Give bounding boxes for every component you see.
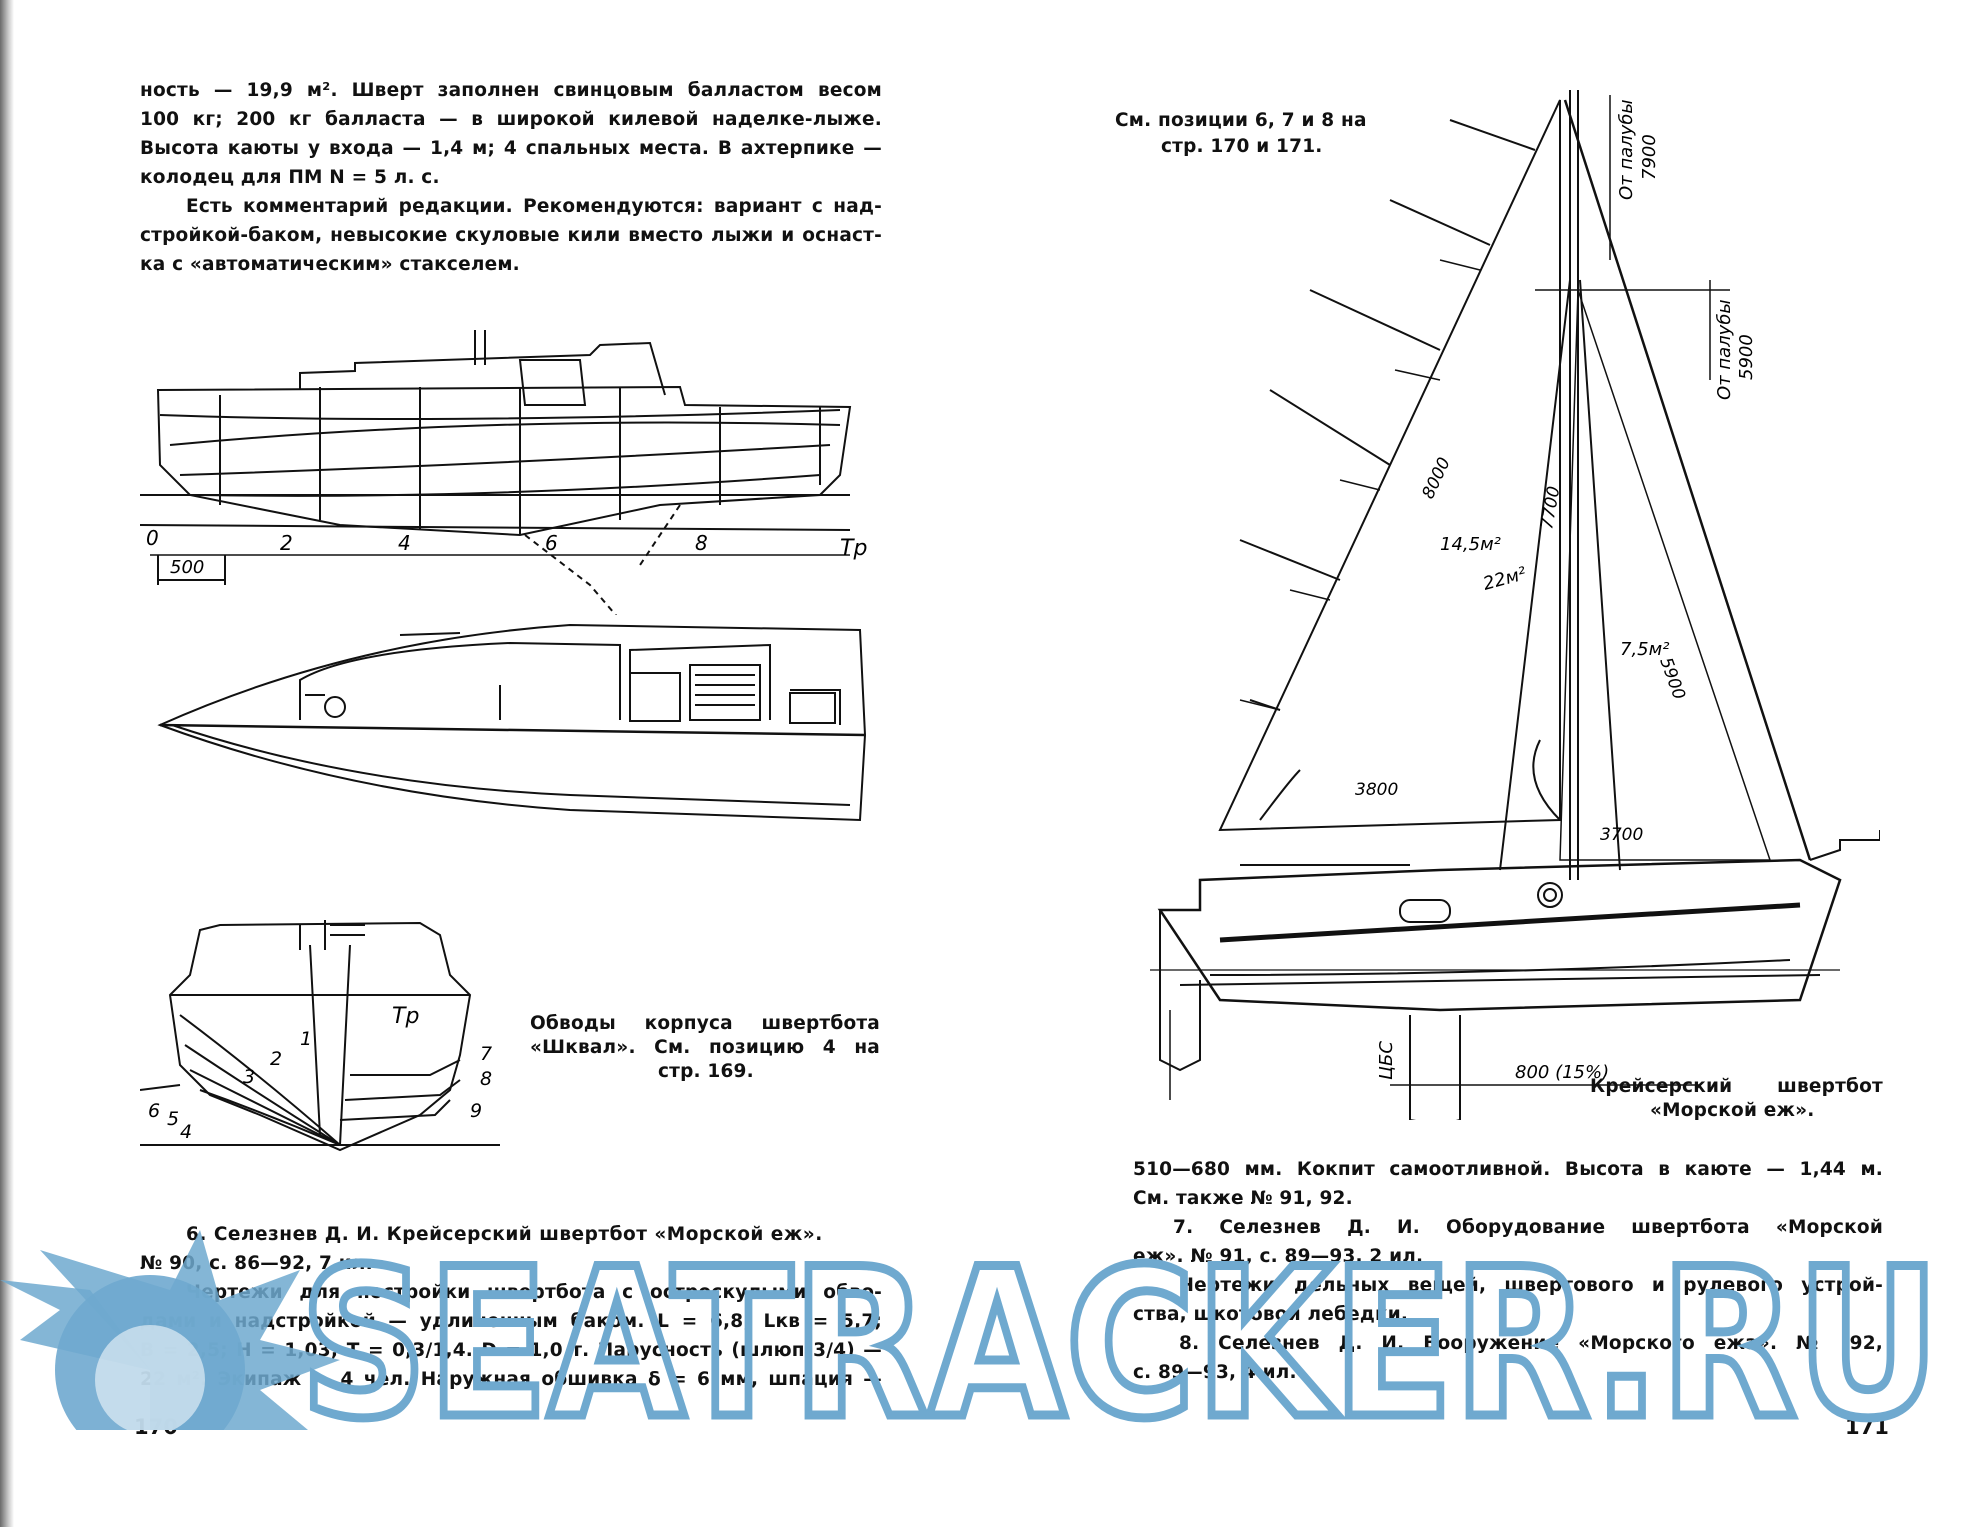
sail-label: 14,5м²	[1440, 534, 1501, 555]
see-also-line: См. позиции 6, 7 и 8 на	[1115, 110, 1367, 131]
body-plan-label: 3	[243, 1066, 255, 1088]
caption-line: «Морской еж».	[1650, 1100, 1815, 1121]
intro-line: Есть комментарий редакции. Рекомендуются…	[186, 196, 882, 217]
sail-label: 8000	[1418, 454, 1454, 502]
sail-label: От палубы	[1714, 299, 1735, 400]
body-plan-label-tr: Тр	[392, 1004, 419, 1029]
profile-label-zero: 0	[146, 526, 159, 550]
hull-body-plan-drawing: Тр 1 2 3 4 5 6 7 8 9	[140, 920, 500, 1152]
sail-label: 5900	[1736, 334, 1757, 380]
body-plan-label: 4	[180, 1121, 192, 1143]
figure-caption-shkval: Обводы корпуса швертбота «Шквал». См. по…	[530, 1012, 880, 1084]
entry-6: 6. Селезнев Д. И. Крейсерский швертбот «…	[140, 1220, 882, 1394]
right-page-body: 510—680 мм. Кокпит самоотливной. Высота …	[1133, 1155, 1883, 1387]
book-gutter-shadow	[0, 0, 14, 1527]
entry-line: дами и надстройкой — удлиненным баком. L…	[140, 1311, 882, 1332]
body-plan-label: 5	[167, 1108, 179, 1130]
body-line: 510—680 мм. Кокпит самоотливной. Высота …	[1133, 1159, 1883, 1180]
entry-line: 6. Селезнев Д. И. Крейсерский швертбот «…	[186, 1224, 823, 1245]
caption-line: Обводы корпуса швертбота	[530, 1013, 880, 1034]
profile-label-scale: 500	[170, 557, 204, 578]
body-line: 7. Селезнев Д. И. Оборудование швертбота…	[1173, 1217, 1883, 1238]
body-plan-label: 6	[148, 1100, 160, 1122]
body-line: 8. Селезнев Д. И. Вооружение «Морского е…	[1179, 1333, 1883, 1354]
intro-line: ность — 19,9 м². Шверт заполнен свинцовы…	[140, 80, 882, 101]
body-line: еж». № 91, с. 89—93, 2 ил.	[1133, 1246, 1424, 1267]
sail-label: 800 (15%)	[1515, 1062, 1609, 1083]
sail-plan-drawing: От палубы 7900 От палубы 5900 8000 7700 …	[1150, 90, 1880, 1120]
sail-label: 7,5м²	[1620, 639, 1669, 660]
body-line: ства, шкотовой лебедки.	[1133, 1304, 1409, 1325]
entry-line: Чертежи для постройки швертбота с острос…	[186, 1282, 882, 1303]
sail-label: 3800	[1355, 780, 1398, 800]
intro-line: стройкой-баком, невысокие скуловые кили …	[140, 225, 882, 246]
sail-label: 5900	[1655, 655, 1689, 702]
profile-label-station: 2	[280, 531, 293, 555]
figure-caption-morskoy-ezh: Крейсерский швертбот «Морской еж».	[1590, 1075, 1883, 1123]
body-plan-label: 9	[470, 1100, 482, 1122]
sail-label: 7900	[1639, 134, 1660, 180]
body-plan-label: 1	[300, 1028, 312, 1050]
intro-line: колодец для ПМ N = 5 л. с.	[140, 167, 440, 188]
watermark-text: SEATRACKER.RU	[300, 1230, 1940, 1430]
sail-label: 22м²	[1481, 563, 1529, 595]
caption-line: Крейсерский швертбот	[1590, 1076, 1883, 1097]
body-line: с. 89—93, 4 ил.	[1133, 1362, 1297, 1383]
see-also-note: См. позиции 6, 7 и 8 на стр. 170 и 171.	[1115, 108, 1415, 160]
hull-plan-drawing	[157, 623, 867, 822]
profile-label-station: 4	[398, 531, 411, 555]
sail-label: От палубы	[1616, 99, 1637, 200]
sail-label: ЦБС	[1376, 1041, 1397, 1080]
seatracker-watermark: SEATRACKER.RU	[0, 1230, 1945, 1430]
profile-label-tr: Тр	[840, 536, 867, 561]
entry-line: 22 м². Экипаж — 4 чел. Наружная обшивка …	[140, 1369, 882, 1390]
body-plan-label: 2	[270, 1048, 282, 1070]
intro-line: ка с «автоматическим» стакселем.	[140, 254, 520, 275]
see-also-line: стр. 170 и 171.	[1161, 136, 1323, 157]
body-line: См. также № 91, 92.	[1133, 1188, 1353, 1209]
profile-label-station: 8	[695, 531, 708, 555]
caption-line: «Шквал». См. позицию 4 на	[530, 1037, 880, 1058]
profile-label-station: 6	[545, 531, 558, 555]
intro-line: Высота каюты у входа — 1,4 м; 4 спальных…	[140, 138, 882, 159]
intro-line: 100 кг; 200 кг балласта — в широкой киле…	[140, 109, 882, 130]
sun-burst-icon	[0, 1230, 340, 1430]
hull-profile-drawing: 0 500 2 4 6 8 Тр	[140, 330, 867, 615]
caption-line: стр. 169.	[658, 1061, 754, 1082]
body-plan-label: 7	[480, 1043, 492, 1065]
body-line: Чертежи дельных вещей, швертового и руле…	[1179, 1275, 1883, 1296]
page-number-right: 171	[1845, 1415, 1889, 1439]
sail-label: 3700	[1600, 825, 1643, 845]
entry-line: B = 2,5; H = 1,03; T = 0,3/1,4. D = 1,0 …	[140, 1340, 882, 1361]
intro-paragraph: ность — 19,9 м². Шверт заполнен свинцовы…	[140, 76, 882, 279]
body-plan-label: 8	[480, 1068, 492, 1090]
